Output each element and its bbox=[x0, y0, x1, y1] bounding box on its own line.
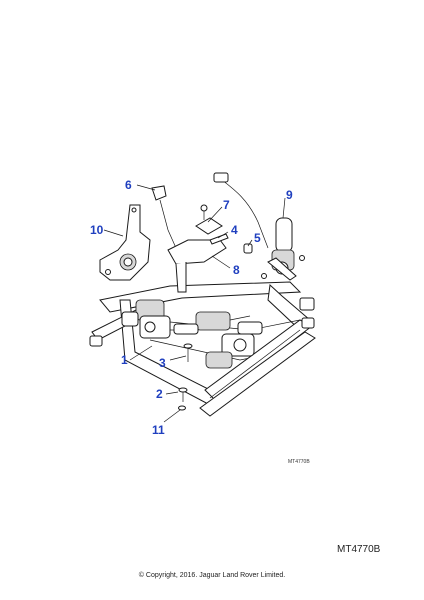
callout-5: 5 bbox=[254, 231, 261, 245]
part-2-screw bbox=[178, 387, 188, 402]
part-8-bracket bbox=[167, 204, 227, 293]
motor-right bbox=[205, 321, 263, 369]
seat-frame bbox=[89, 281, 316, 417]
part-11-washer bbox=[178, 405, 186, 411]
motor-centre bbox=[173, 311, 251, 335]
callout-7: 7 bbox=[223, 198, 230, 212]
callout-10: 10 bbox=[90, 223, 104, 237]
callout-1: 1 bbox=[121, 353, 128, 367]
callout-9: 9 bbox=[286, 188, 293, 202]
drawing-ref: MT4770B bbox=[337, 544, 381, 555]
part-3-screw bbox=[183, 343, 193, 362]
part-6-clip bbox=[151, 185, 177, 249]
callout-3: 3 bbox=[159, 356, 166, 370]
callout-8: 8 bbox=[233, 263, 240, 277]
part-9-recliner-motor bbox=[213, 172, 305, 281]
drawing-ref-small: MT4770B bbox=[288, 459, 310, 465]
leader-lines bbox=[103, 184, 286, 423]
part-10-adjuster-plate bbox=[99, 204, 151, 281]
part-5-spacer bbox=[243, 243, 253, 254]
callout-2: 2 bbox=[156, 387, 163, 401]
callout-4: 4 bbox=[231, 223, 238, 237]
callout-6: 6 bbox=[125, 178, 132, 192]
callout-11: 11 bbox=[152, 423, 165, 437]
copyright-notice: © Copyright, 2016. Jaguar Land Rover Lim… bbox=[138, 572, 286, 579]
